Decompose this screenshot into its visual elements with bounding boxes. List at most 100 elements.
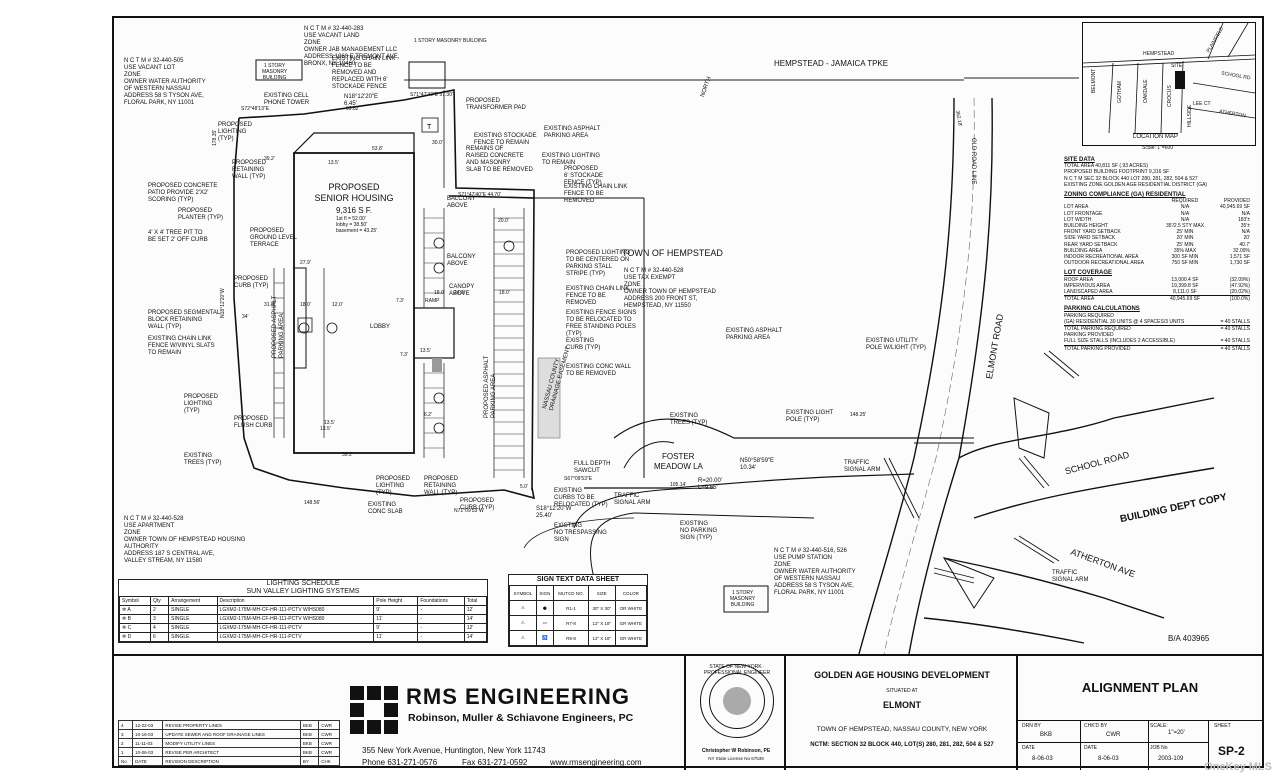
table-cell: - (417, 605, 465, 615)
column-header: SYMBOL (509, 585, 537, 601)
site-data-panel: SITE DATA TOTAL AREA 40,811 SF (.93 ACRE… (1064, 153, 1250, 352)
table-cell: LGXM2-175M-MH-CF-HR-111-PCTV W/HS080 (216, 614, 375, 624)
lobby-label: LOBBY (370, 324, 391, 330)
table-row: ✲ D 6 SINGLE LGXM2-175M-MH-CF-HR-111-PCT… (119, 632, 488, 642)
checked-by-value: CWR (1106, 732, 1121, 738)
table-cell: 12" X 18" (587, 630, 616, 646)
table-cell: LGXM2-175M-MH-CF-HR-111-PCTV (216, 632, 375, 642)
column-header: Pole Height (373, 596, 419, 606)
margin-notes (100, 40, 108, 760)
table-cell: LGXM2-175M-MH-CF-HR-111-PCTV (216, 623, 375, 633)
building-elevations: 1st fl = 52.00' lobby = 38.50' basement … (336, 216, 378, 234)
callout: REMAINS OF RAISED CONCRETE AND MASONRY S… (466, 146, 533, 173)
callout: PROPOSED RETAINING WALL (TYP) (424, 476, 459, 496)
dimension: 148.56' (304, 500, 321, 506)
dimension: N71°09'53"W (454, 508, 484, 514)
callout: BALCONY ABOVE (447, 254, 476, 267)
sheet-info-divider (1018, 742, 1208, 743)
callout: PROPOSED LIGHTING (TYP) (376, 476, 411, 496)
checked-by-label: CHK'D BY (1084, 723, 1108, 729)
parcel-top-left: N C T M # 32-440-505 USE VACANT LOT ZONE… (124, 58, 206, 106)
callout: FULL DEPTH SAWCUT (574, 461, 611, 474)
dimension: N50°58'59"E 10.34' (740, 458, 775, 471)
dimension: S18°12'20"W 25.40' (536, 506, 572, 519)
location-map: HEMPSTEAD SITE PLAINFIELD SCHOOL RD LEE … (1082, 22, 1256, 146)
parking-title: PARKING CALCULATIONS (1064, 306, 1140, 313)
label-town-of-hempstead: TOWN OF HEMPSTEAD (622, 248, 723, 258)
dimension: 53.8' (372, 146, 383, 152)
map-street: SITE (1171, 63, 1183, 69)
date-label: DATE (1084, 745, 1097, 751)
callout: EXISTING ASPHALT PARKING AREA (726, 328, 783, 341)
project-nctm: NCTM: SECTION 32 BLOCK 440, LOT(S) 280, … (810, 742, 994, 748)
dimension: 39.2' (264, 156, 275, 162)
dimension: N18°12'20"W (220, 288, 226, 318)
svg-text:T: T (427, 124, 432, 131)
one-story-building-pump: 1 STORY MASONRY BUILDING (730, 590, 756, 608)
watermark: OneKey MLS (1204, 761, 1272, 773)
callout: PROPOSED CURB (TYP) (460, 498, 495, 511)
callout: PROPOSED PLANTER (TYP) (178, 208, 224, 221)
table-cell: 2 (149, 605, 170, 615)
dimension: R=20.00' L=9.65' (698, 478, 722, 491)
site-data-title: SITE DATA (1064, 157, 1095, 163)
table-row: ✲ C 4 SINGLE LGXM2-175M-MH-CF-HR-111-PCT… (119, 623, 488, 633)
dimension: 7.3' (400, 352, 408, 358)
callout: EXISTING CONC WALL TO BE REMOVED (566, 364, 632, 377)
callout: EXISTING NO TRESPASSING SIGN (554, 523, 607, 543)
stop-sign-icon: ⯃ (535, 600, 554, 616)
callout: EXISTING CHAIN LINK FENCE TO BE REMOVED (564, 184, 628, 204)
table-header-row: SYMBOL SIGN MUTCD NO. SIZE COLOR (509, 585, 648, 601)
table-cell: ✲ A (119, 605, 151, 615)
table-cell: 9' (373, 623, 419, 633)
dimension: S67°09'53"E (564, 476, 593, 482)
table-cell: - (417, 632, 465, 642)
table-cell: 9' (373, 605, 419, 615)
sheet-info-divider (1018, 720, 1262, 721)
callout: EXISTING ASPHALT PARKING AREA (544, 126, 601, 139)
road-label-meadow-la: MEADOW LA (654, 462, 703, 471)
dimension: 13.5' (328, 160, 339, 166)
dimension: 34' (242, 314, 249, 320)
dimension: 6.2' (424, 412, 432, 418)
callout: EXISTING CURBS TO BE RELOCATED (TYP) (554, 488, 608, 508)
table-cell: SINGLE (168, 605, 218, 615)
table-cell: LGXM2-175M-MH-CF-HR-111-PCTV W/HS080 (216, 605, 375, 615)
company-fax: Fax 631-271-0592 (462, 758, 528, 767)
lot-coverage-title: LOT COVERAGE (1064, 270, 1113, 277)
dimension: 18.0' (499, 290, 510, 296)
callout: PROPOSED LIGHTING (TYP) (184, 394, 219, 414)
dimension: 5.0' (520, 484, 528, 490)
table-cell: R7-8 (552, 615, 589, 631)
callout: EXISTING CURB (TYP) (566, 338, 601, 351)
table-cell: OR WHITE (614, 600, 648, 616)
dimension: 24.0' (454, 290, 465, 296)
parking-row: (GA) RESIDENTIAL 30 UNITS @ 4 SPACES/3 U… (1064, 318, 1250, 325)
table-cell: SINGLE (168, 623, 218, 633)
dimension: 13.5' (420, 348, 431, 354)
parcel-bottom-right: N C T M # 32-440-516, 526 USE PUMP STATI… (774, 548, 856, 596)
dimension: 148.25' (850, 412, 867, 418)
dimension: 20.0' (498, 218, 509, 224)
location-map-scale: Scale: 1"=600' (1142, 145, 1175, 151)
job-number-label: JOB No (1150, 745, 1168, 751)
callout: EXISTING LIGHTING TO REMAIN (542, 153, 601, 166)
callout: PROPOSED CURB (TYP) (234, 276, 269, 289)
dimension: 105.14' (670, 482, 687, 488)
column-header: Total (463, 596, 488, 606)
seal-ring-text: STATE OF NEW YORK · PROFESSIONAL ENGINEE… (703, 664, 771, 676)
table-cell: ✲ B (119, 614, 151, 624)
dimension: 178.35' (212, 129, 218, 146)
drawn-by-label: DRN BY (1022, 723, 1041, 729)
